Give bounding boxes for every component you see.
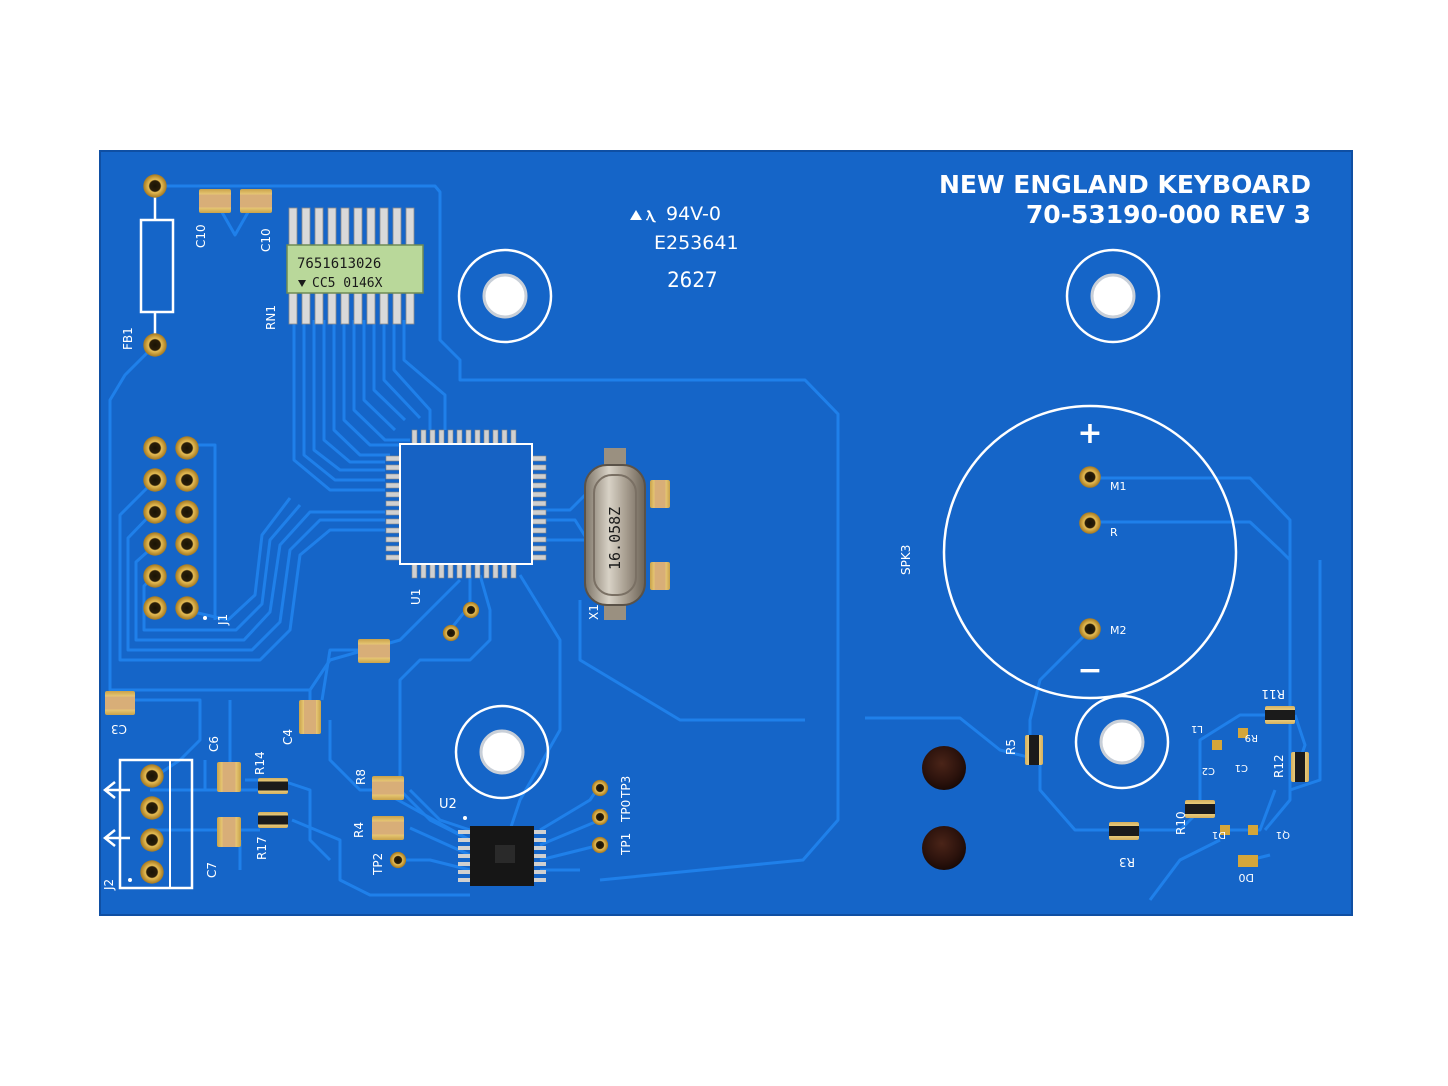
refdes-l1: L1 <box>1191 723 1203 734</box>
refdes-j2: J2 <box>102 879 116 891</box>
capacitor-c3: C3 <box>105 691 135 736</box>
right-side-passives: R5 R3 R10 R11 R12 L1 C2 C1 R9 D1 D0 Q1 <box>1004 687 1309 884</box>
refdes-c1: C1 <box>1235 762 1248 773</box>
ul-marking: ⲗ 94V-0 E253641 2627 <box>630 203 739 292</box>
refdes-r12: R12 <box>1272 754 1286 778</box>
ul-file-number: E253641 <box>654 232 739 254</box>
resistor-network-rn1: 7651613026 CC5 0146X RN1 <box>264 207 424 330</box>
j2-arrow-left-icon <box>102 781 130 799</box>
speaker-plus: + <box>1077 416 1102 451</box>
ic-u2: U2 <box>439 797 546 886</box>
mounting-hole-top-right <box>1065 248 1161 344</box>
speaker-pin-r: R <box>1110 526 1118 539</box>
capacitor-c14: R14 <box>217 751 267 792</box>
refdes-tp0: TP0 <box>619 800 633 823</box>
refdes-tp3: TP3 <box>619 776 633 799</box>
test-points: TP1 TP0 TP3 <box>591 776 633 856</box>
refdes-r3: R3 <box>1119 855 1135 869</box>
refdes-c10-b: C10 <box>259 228 273 252</box>
speaker-refdes: SPK3 <box>899 545 913 575</box>
resistor-r14-body <box>258 778 288 794</box>
mounting-hole-bottom-right <box>1074 694 1170 790</box>
microcontroller-u1: U1 <box>385 429 547 605</box>
capacitor-c10: C10 C10 <box>194 189 273 252</box>
ferrite-bead-fb1: FB1 <box>121 174 175 357</box>
refdes-fb1: FB1 <box>121 327 135 350</box>
capacitor-top-center <box>358 639 390 663</box>
refdes-q1: Q1 <box>1276 829 1290 840</box>
speaker-footprint: + − M1 R M2 SPK3 <box>899 404 1238 700</box>
refdes-c4: C4 <box>281 729 295 745</box>
capacitor-c6: C6 <box>207 736 221 752</box>
resistor-r12: R12 <box>1272 752 1309 782</box>
ul-rating: 94V-0 <box>666 203 721 225</box>
refdes-c10-a: C10 <box>194 224 208 248</box>
refdes-u2: U2 <box>439 797 457 812</box>
board-title: NEW ENGLAND KEYBOARD <box>939 170 1311 199</box>
resistor-r5: R5 <box>1004 735 1043 765</box>
resistor-r17: R17 <box>255 812 288 860</box>
refdes-r10: R10 <box>1174 811 1188 835</box>
refdes-r17: R17 <box>255 836 269 860</box>
refdes-r9: R9 <box>1245 732 1258 743</box>
crystal-marking: 16.058Z <box>606 507 624 570</box>
refdes-c2: C2 <box>1202 765 1215 776</box>
speaker-pin-m2: M2 <box>1110 624 1127 637</box>
connector-j2: J2 <box>102 758 194 891</box>
connector-j1: J1 <box>143 436 230 626</box>
refdes-tp2: TP2 <box>371 853 385 876</box>
mounting-hole-top-left <box>457 248 553 344</box>
refdes-c3: C3 <box>111 722 127 736</box>
refdes-rn1: RN1 <box>264 305 278 330</box>
rn1-marking-line1: 7651613026 <box>297 256 381 272</box>
refdes-j1: J1 <box>216 614 230 626</box>
capacitor-r8: R8 <box>354 769 404 800</box>
refdes-r8: R8 <box>354 769 368 785</box>
refdes-r4: R4 <box>352 822 366 838</box>
ul-logo-icon: ⲗ <box>646 205 656 225</box>
resistor-r4: R4 <box>352 816 404 840</box>
date-code: 2627 <box>667 268 718 292</box>
refdes-u1: U1 <box>409 589 423 605</box>
refdes-r14: R14 <box>253 751 267 775</box>
refdes-x1: X1 <box>587 604 601 620</box>
ul-triangle-icon <box>630 210 642 220</box>
copper-traces <box>108 184 1322 901</box>
crystal-x1: 16.058Z X1 <box>584 448 670 620</box>
speaker-minus: − <box>1077 653 1102 688</box>
smd-passives: C3 C6 C4 R14 C7 R17 R8 <box>105 601 480 878</box>
rn1-marking-line2: CC5 0146X <box>312 276 383 291</box>
resistor-r10: R10 <box>1174 800 1215 835</box>
refdes-r5: R5 <box>1004 739 1018 755</box>
copper-contact-discs <box>922 746 966 870</box>
mounting-hole-bottom-left <box>454 704 550 800</box>
j2-arrow-left-icon <box>102 829 130 847</box>
resistor-r11: R11 <box>1261 687 1295 724</box>
refdes-c6: C6 <box>207 736 221 752</box>
refdes-r11: R11 <box>1261 687 1285 701</box>
resistor-r3: R3 <box>1109 822 1139 869</box>
refdes-d1: D1 <box>1212 829 1226 840</box>
speaker-pin-m1: M1 <box>1110 480 1127 493</box>
refdes-tp1: TP1 <box>619 833 633 856</box>
refdes-d0: D0 <box>1239 871 1254 884</box>
capacitor-c7: C7 <box>205 817 241 878</box>
board-part-number: 70-53190-000 REV 3 <box>1026 200 1311 229</box>
rn1-pin1-triangle-icon <box>298 280 306 287</box>
board-title-block: NEW ENGLAND KEYBOARD 70-53190-000 REV 3 <box>939 170 1311 229</box>
refdes-c7: C7 <box>205 862 219 878</box>
capacitor-c4: C4 <box>281 700 321 745</box>
mounting-holes <box>454 248 1170 800</box>
